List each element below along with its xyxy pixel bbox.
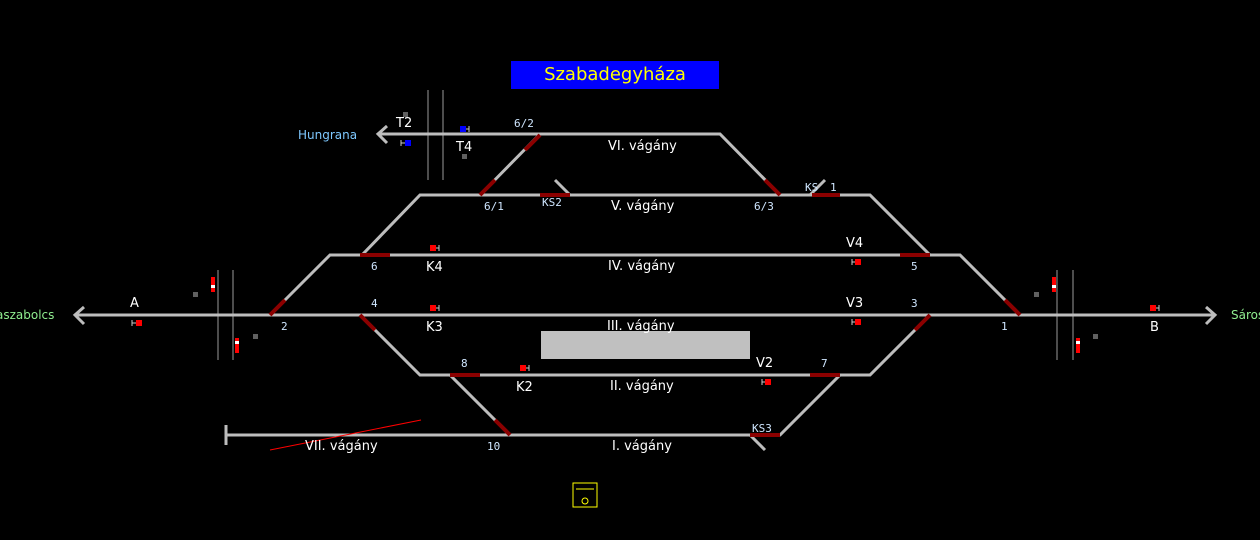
svg-text:V4: V4 bbox=[846, 236, 863, 251]
svg-text:6/2: 6/2 bbox=[514, 117, 534, 130]
control-panel-button[interactable] bbox=[572, 482, 598, 508]
arrow-right bbox=[1204, 305, 1218, 326]
tracks bbox=[72, 124, 1218, 452]
signal-T2[interactable] bbox=[400, 112, 411, 146]
track-II[interactable] bbox=[358, 313, 932, 377]
svg-text:6/1: 6/1 bbox=[484, 200, 504, 213]
svg-text:2: 2 bbox=[281, 320, 288, 333]
track-label-V: V. vágány bbox=[611, 199, 675, 214]
arrow-hungrana bbox=[375, 124, 389, 145]
svg-text:4: 4 bbox=[371, 297, 378, 310]
signal-K2[interactable] bbox=[520, 365, 530, 371]
svg-text:K3: K3 bbox=[426, 320, 443, 335]
direction-hungrana: Hungrana bbox=[298, 128, 357, 142]
track-label-III: III. vágány bbox=[607, 319, 675, 334]
signal-B[interactable] bbox=[1150, 305, 1160, 311]
signal-K4[interactable] bbox=[430, 245, 440, 251]
svg-text:1: 1 bbox=[1001, 320, 1008, 333]
svg-text:T2: T2 bbox=[395, 116, 412, 131]
svg-text:KS: KS bbox=[805, 181, 818, 194]
entry-signals-left[interactable] bbox=[193, 277, 258, 353]
switch-states bbox=[268, 133, 1022, 437]
svg-text:8: 8 bbox=[461, 357, 468, 370]
track-I[interactable] bbox=[226, 373, 842, 437]
signal-A[interactable] bbox=[131, 320, 142, 326]
signal-V2[interactable] bbox=[761, 379, 771, 385]
svg-text:7: 7 bbox=[821, 357, 828, 370]
svg-text:6/3: 6/3 bbox=[754, 200, 774, 213]
track-label-I: I. vágány bbox=[612, 439, 672, 454]
direction-left: aszabolcs bbox=[0, 308, 54, 322]
svg-text:KS3: KS3 bbox=[752, 422, 772, 435]
track-label-VII: VII. vágány bbox=[305, 439, 378, 454]
route-marker-line bbox=[269, 419, 422, 451]
track-IV[interactable] bbox=[268, 253, 1022, 317]
svg-text:10: 10 bbox=[487, 440, 500, 453]
svg-text:3: 3 bbox=[911, 297, 918, 310]
svg-text:K4: K4 bbox=[426, 260, 443, 275]
track-VI[interactable] bbox=[378, 132, 782, 197]
track-label-II: II. vágány bbox=[610, 379, 674, 394]
entry-signals-right[interactable] bbox=[1034, 277, 1098, 353]
svg-text:5: 5 bbox=[911, 260, 918, 273]
track-V[interactable] bbox=[360, 193, 932, 257]
svg-text:V3: V3 bbox=[846, 296, 863, 311]
signal-V4[interactable] bbox=[851, 259, 861, 265]
signal-K3[interactable] bbox=[430, 305, 440, 311]
switch-labels: 6/2 6/1 KS2 6/3 KS 1 6 5 4 3 2 1 8 7 10 … bbox=[281, 117, 1008, 453]
platform bbox=[541, 331, 750, 359]
station-title: Szabadegyháza bbox=[511, 61, 719, 89]
svg-text:A: A bbox=[130, 296, 139, 311]
svg-text:B: B bbox=[1150, 320, 1159, 335]
signals bbox=[131, 112, 1160, 385]
svg-text:T4: T4 bbox=[455, 140, 472, 155]
svg-text:V2: V2 bbox=[756, 356, 773, 371]
svg-text:KS2: KS2 bbox=[542, 196, 562, 209]
track-label-VI: VI. vágány bbox=[608, 139, 677, 154]
direction-right: Sáros bbox=[1231, 308, 1260, 322]
svg-text:K2: K2 bbox=[516, 380, 533, 395]
track-label-IV: IV. vágány bbox=[608, 259, 675, 274]
svg-text:6: 6 bbox=[371, 260, 378, 273]
arrow-left bbox=[72, 305, 86, 326]
svg-text:1: 1 bbox=[830, 181, 837, 194]
signal-labels: T2 T4 A B K4 K3 K2 V4 V3 V2 bbox=[130, 116, 1159, 395]
signal-V3[interactable] bbox=[851, 319, 861, 325]
signal-T4[interactable] bbox=[460, 126, 470, 159]
